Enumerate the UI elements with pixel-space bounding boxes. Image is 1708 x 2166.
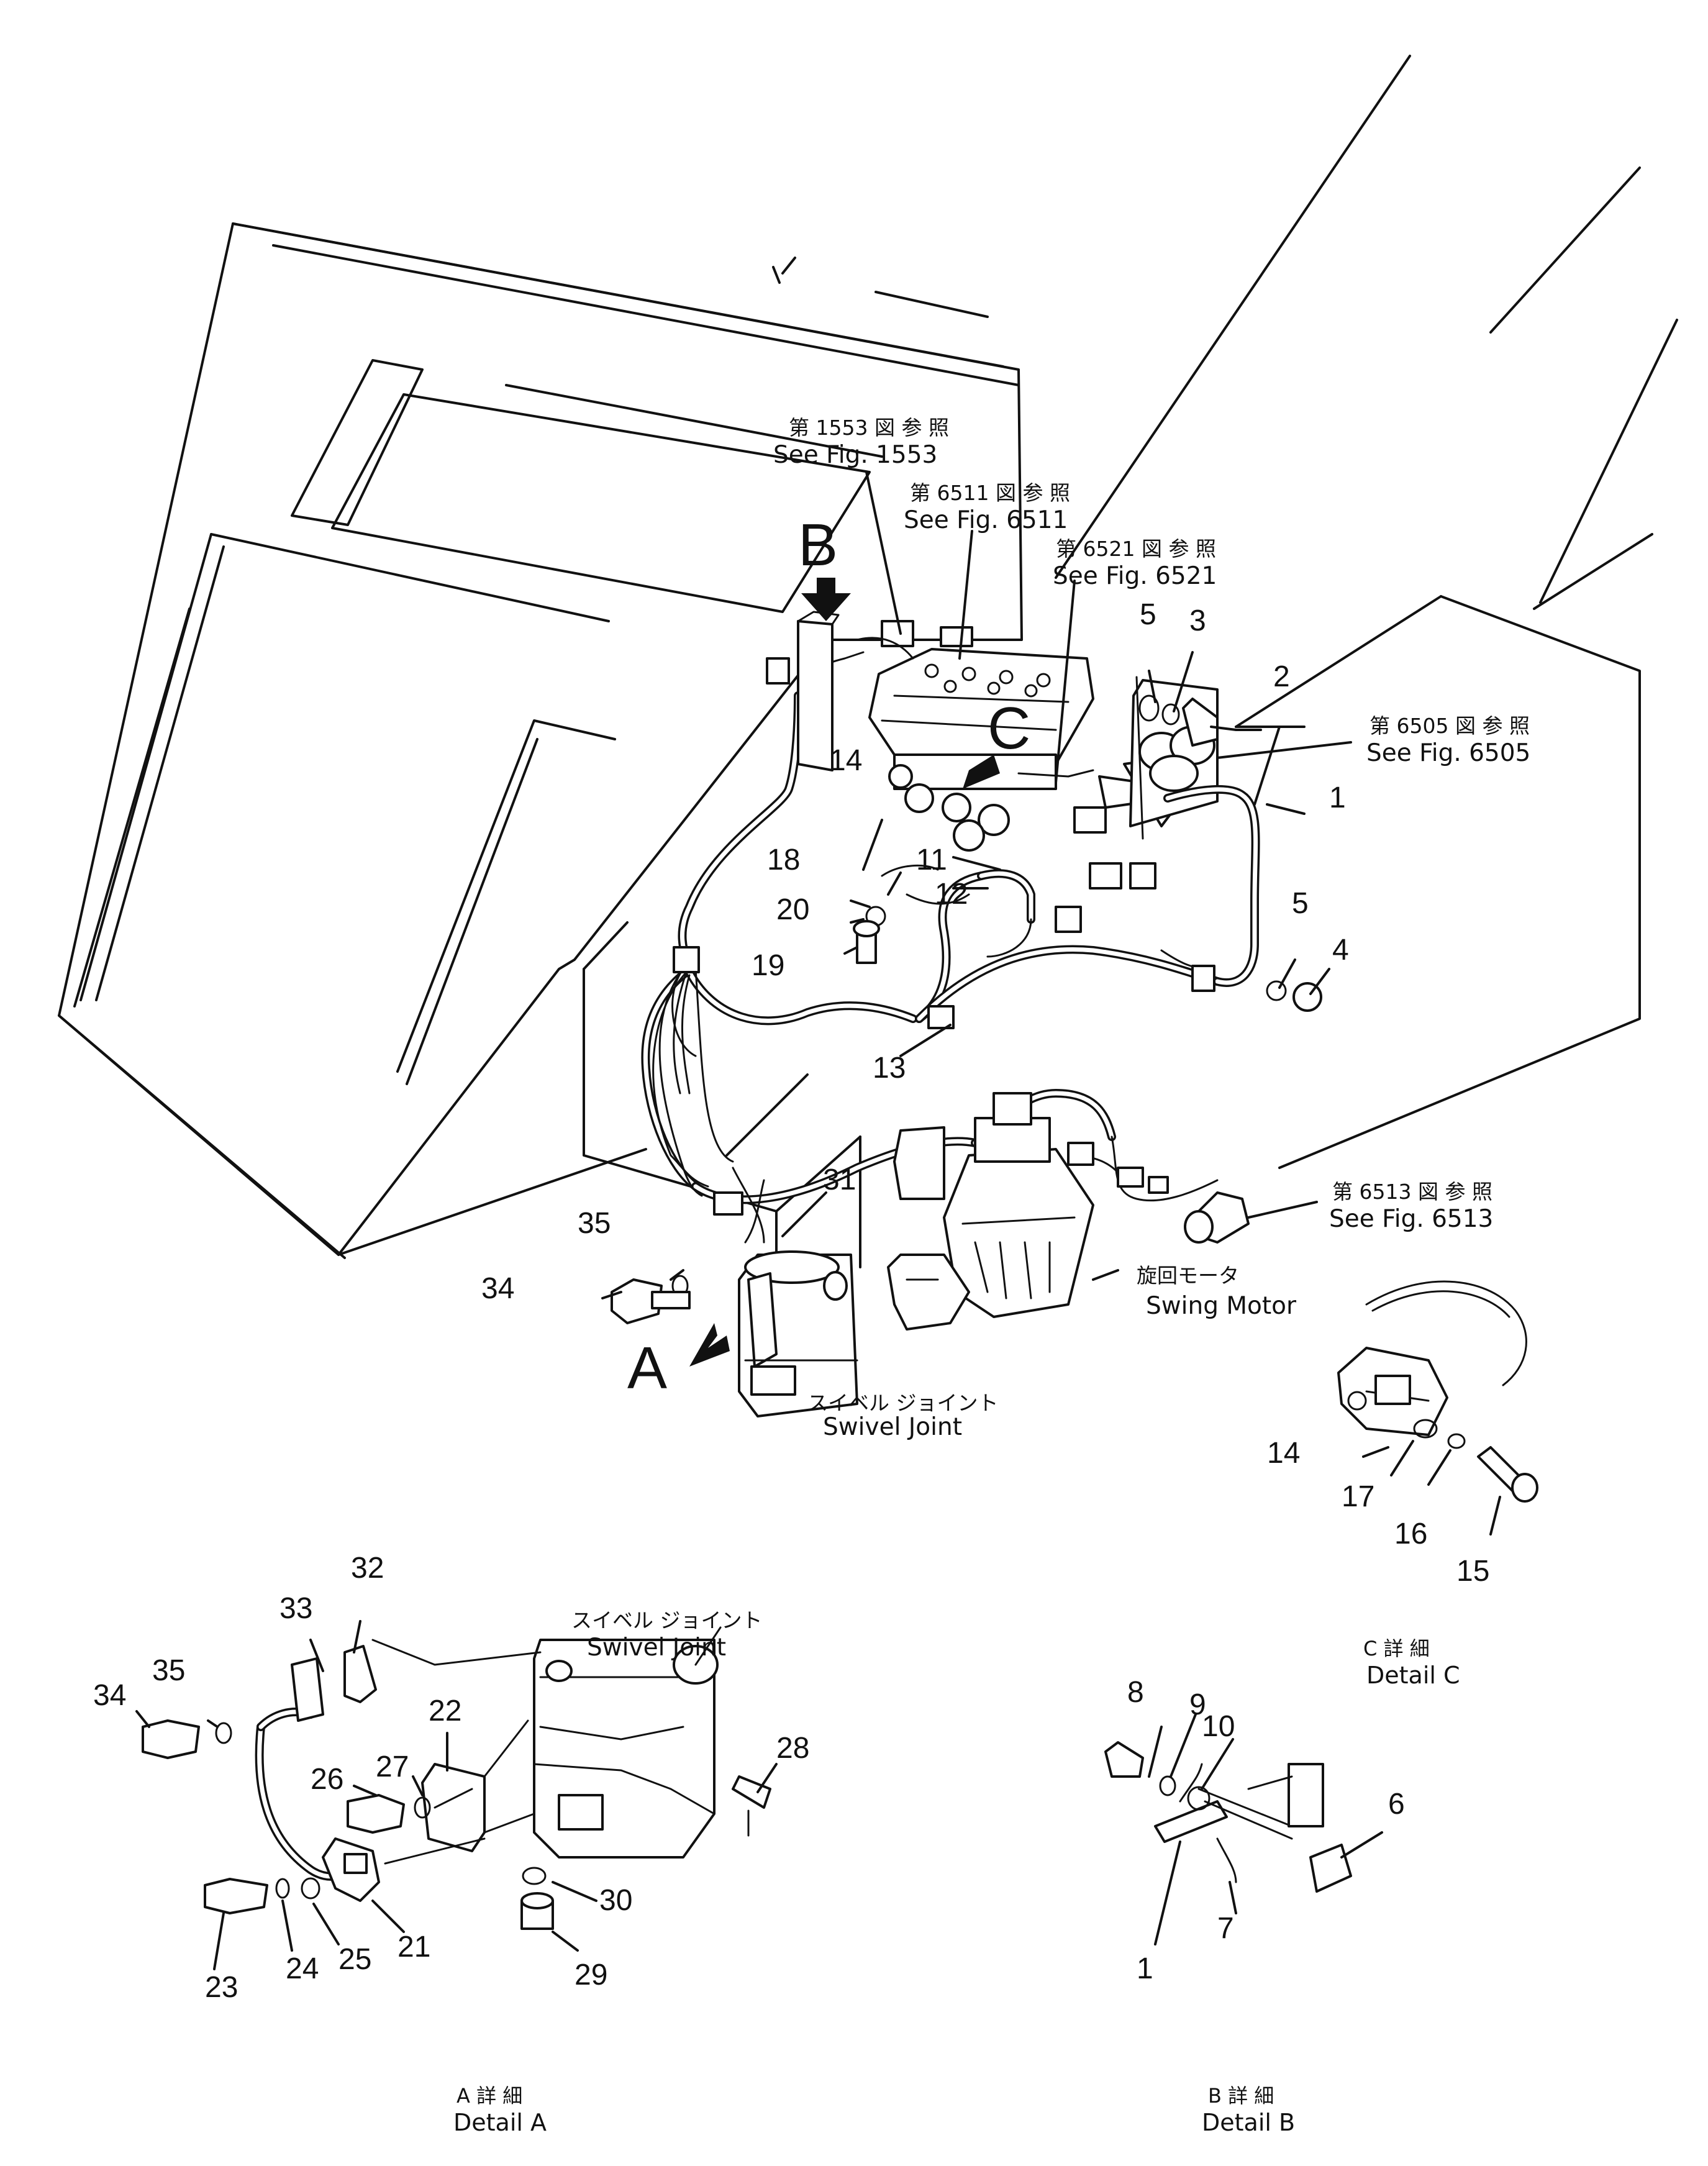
callout: 1 (1137, 1952, 1153, 1985)
callout: 10 (1202, 1710, 1235, 1743)
ref-6505-en: See Fig. 6505 (1366, 739, 1530, 767)
callout: 4 (1332, 934, 1349, 967)
callout: 12 (935, 878, 968, 911)
callout: 1 (1329, 781, 1346, 814)
callout: 33 (279, 1592, 312, 1625)
callout: 17 (1342, 1480, 1374, 1513)
ref-6505-jp: 第 6505 図 参 照 (1370, 714, 1530, 738)
callout: 9 (1189, 1688, 1206, 1721)
callout: 14 (1267, 1437, 1300, 1470)
callout: 5 (1292, 887, 1309, 920)
callout: 27 (376, 1750, 409, 1783)
callout: 16 (1394, 1518, 1427, 1550)
swivel-joint-detail-label-en: Swivel Joint (587, 1634, 726, 1662)
detail-b-title-en: Detail B (1202, 2109, 1295, 2136)
swing-motor-label-jp: 旋回モータ (1137, 1263, 1239, 1288)
ref-6513-jp: 第 6513 図 参 照 (1332, 1180, 1492, 1204)
upper-structure (583, 55, 1678, 1268)
view-letters: B A C (627, 512, 1030, 1401)
main-hardware (611, 694, 1322, 1324)
callout: 35 (152, 1654, 185, 1687)
callout: 7 (1217, 1912, 1234, 1945)
detail-c-assembly (1337, 1280, 1538, 1536)
callout: 21 (397, 1931, 430, 1964)
callout: 22 (429, 1695, 461, 1727)
leader-lines (601, 471, 1352, 1299)
callout: 8 (1127, 1676, 1144, 1709)
swivel-joint-label-en: Swivel Joint (823, 1413, 962, 1441)
bracket-b (797, 611, 840, 771)
view-letter-b: B (798, 512, 838, 578)
ref-6511-jp: 第 6511 図 参 照 (910, 481, 1070, 505)
callouts-main: 1 2 3 5 5 4 14 18 20 19 11 12 13 31 35 3… (481, 598, 1349, 1305)
ref-6513-en: See Fig. 6513 (1329, 1205, 1493, 1233)
callouts-detail-b: 8 9 10 6 1 7 (1127, 1676, 1405, 1985)
swivel-joint (738, 1250, 858, 1417)
callout: 14 (829, 744, 862, 777)
callouts-detail-c: 14 17 16 15 (1267, 1437, 1489, 1588)
callout: 35 (578, 1207, 611, 1240)
detail-a-title-en: Detail A (453, 2109, 547, 2136)
detail-c-title-jp: C 詳 細 (1363, 1637, 1430, 1660)
detail-a-assembly (135, 1620, 778, 1970)
swivel-joint-detail-label-jp: スイベル ジョイント (571, 1608, 763, 1632)
detail-b-title-jp: B 詳 細 (1208, 2084, 1274, 2108)
callout: 15 (1456, 1555, 1489, 1588)
callout: 29 (575, 1959, 607, 1991)
detail-titles: A 詳 細 Detail A B 詳 細 Detail B C 詳 細 Deta… (453, 1637, 1460, 2136)
ref-6521-en: See Fig. 6521 (1053, 562, 1217, 590)
callout: 3 (1189, 604, 1206, 637)
callout: 32 (351, 1552, 384, 1585)
callout: 30 (599, 1884, 632, 1917)
callout: 34 (481, 1272, 514, 1305)
detail-c-title-en: Detail C (1366, 1662, 1460, 1689)
ref-6521-jp: 第 6521 図 参 照 (1056, 537, 1216, 561)
valve-6513 (1117, 1167, 1250, 1244)
callout: 20 (776, 893, 809, 926)
callout: 26 (311, 1763, 343, 1796)
swivel-joint-label-jp: スイベル ジョイント (807, 1391, 999, 1415)
swing-motor (887, 1092, 1094, 1331)
detail-a-title-jp: A 詳 細 (457, 2084, 522, 2108)
callout: 24 (286, 1952, 319, 1985)
figure-references: 第 1553 図 参 照 See Fig. 1553 第 6511 図 参 照 … (773, 416, 1530, 1233)
callout: 34 (93, 1679, 126, 1712)
callout: 25 (338, 1943, 371, 1976)
ref-6511-en: See Fig. 6511 (904, 506, 1068, 534)
callout: 5 (1140, 598, 1156, 631)
ref-1553-en: See Fig. 1553 (773, 441, 937, 469)
callout: 6 (1388, 1788, 1405, 1821)
callout: 18 (767, 844, 800, 876)
view-letter-a: A (627, 1335, 667, 1401)
callouts-detail-a: 32 33 34 35 22 27 26 28 21 25 24 23 30 2… (93, 1552, 809, 2004)
operator-cab (58, 222, 1023, 1259)
swing-motor-label-en: Swing Motor (1146, 1292, 1297, 1320)
component-labels: 旋回モータ Swing Motor スイベル ジョイント Swivel Join… (571, 1263, 1297, 1662)
callout: 11 (916, 844, 947, 876)
callout: 23 (205, 1971, 238, 2004)
callout: 2 (1273, 660, 1290, 693)
callout: 31 (823, 1163, 856, 1196)
view-arrows (689, 578, 1000, 1367)
view-letter-c: C (988, 695, 1030, 762)
callout: 19 (752, 949, 784, 982)
detail-b-assembly (1104, 1713, 1383, 1945)
ref-1553-jp: 第 1553 図 参 照 (789, 416, 949, 440)
callout: 13 (873, 1052, 906, 1085)
callout: 28 (776, 1732, 809, 1765)
valve-6505 (1129, 676, 1219, 840)
